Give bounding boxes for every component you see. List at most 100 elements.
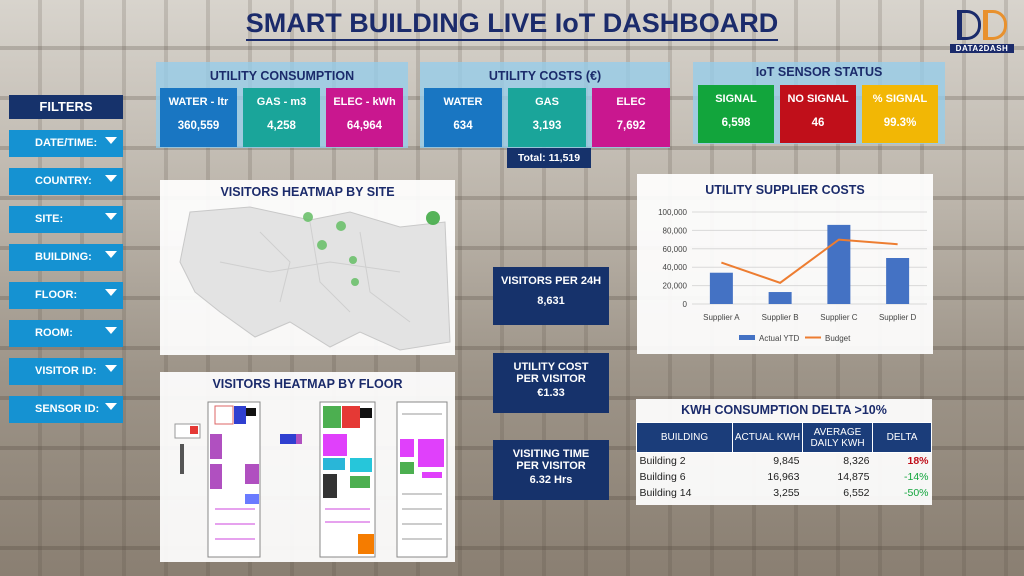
y-tick-label: 20,000 (663, 282, 688, 291)
bar-actual-ytd[interactable] (886, 258, 910, 304)
dropdown-arrow-icon[interactable] (105, 137, 117, 144)
filter-label: ROOM: (35, 327, 73, 339)
metric-tile[interactable]: NO SIGNAL 46 (780, 85, 856, 143)
metric-value: 99.3% (883, 117, 917, 129)
filters-title: FILTERS (9, 95, 123, 119)
column-header[interactable]: ACTUAL KWH (732, 422, 803, 453)
actual-kwh-cell: 16,963 (767, 470, 800, 483)
metric-value: 46 (811, 117, 825, 129)
site-heat-point[interactable] (303, 212, 313, 222)
kpi-label: UTILITY COST (513, 361, 589, 373)
dropdown-arrow-icon[interactable] (105, 403, 117, 410)
bar-actual-ytd[interactable] (768, 292, 792, 304)
kwh-delta-panel: KWH CONSUMPTION DELTA >10% BUILDING ACTU… (636, 399, 932, 505)
metric-label: ELEC - kWh (333, 96, 396, 108)
kpi-value: 8,631 (537, 295, 565, 307)
dropdown-arrow-icon[interactable] (105, 251, 117, 258)
panel-title: VISITORS HEATMAP BY FLOOR (212, 377, 403, 391)
building-cell: Building 2 (636, 452, 733, 469)
dropdown-arrow-icon[interactable] (105, 327, 117, 334)
filter-dropdown[interactable]: ROOM: (9, 320, 123, 347)
metric-tile[interactable]: ELEC 7,692 (592, 88, 670, 147)
metric-label: SIGNAL (715, 93, 757, 105)
dropdown-arrow-icon[interactable] (105, 213, 117, 220)
section-title: IoT SENSOR STATUS (755, 65, 883, 79)
line-budget[interactable] (721, 238, 898, 284)
site-heat-point[interactable] (317, 240, 327, 250)
legend-label: Budget (825, 334, 851, 343)
dropdown-arrow-icon[interactable] (105, 365, 117, 372)
chart-title: UTILITY SUPPLIER COSTS (705, 183, 865, 197)
metric-label: NO SIGNAL (787, 93, 849, 105)
logo-text: DATA2DASH (950, 44, 1014, 53)
y-tick-label: 80,000 (663, 226, 688, 235)
y-tick-label: 60,000 (663, 245, 688, 254)
supplier-costs-chart[interactable]: 020,00040,00060,00080,000100,000Supplier… (637, 204, 933, 354)
filter-dropdown[interactable]: FLOOR: (9, 282, 123, 309)
metric-label: GAS - m3 (256, 96, 307, 108)
bar-actual-ytd[interactable] (709, 272, 733, 304)
metric-value: 360,559 (177, 120, 220, 132)
metric-tile[interactable]: SIGNAL 6,598 (698, 85, 774, 143)
metric-label: WATER (443, 96, 483, 108)
section-title: UTILITY CONSUMPTION (209, 69, 355, 83)
filter-dropdown[interactable]: SENSOR ID: (9, 396, 123, 423)
dropdown-arrow-icon[interactable] (105, 175, 117, 182)
metric-value: 7,692 (616, 120, 646, 132)
y-tick-label: 0 (683, 300, 688, 309)
average-kwh-cell: 14,875 (837, 470, 870, 483)
metric-tile[interactable]: WATER 634 (424, 88, 502, 147)
metric-value: 6,598 (721, 117, 751, 129)
kwh-delta-table: BUILDING ACTUAL KWH AVERAGE DAILY KWH DE… (636, 422, 932, 501)
column-header[interactable]: DELTA (872, 422, 932, 453)
column-header[interactable]: BUILDING (636, 422, 733, 453)
panel-title: VISITORS HEATMAP BY SITE (220, 185, 395, 199)
delta-cell: -14% (903, 470, 929, 483)
site-heat-point[interactable] (351, 278, 359, 286)
floor-plans[interactable] (160, 394, 455, 559)
page-title: SMART BUILDING LIVE IoT DASHBOARD (0, 8, 1024, 41)
kpi-label: VISITING TIME (512, 448, 590, 460)
section-title: UTILITY COSTS (€) (488, 69, 602, 83)
visitors-heatmap-site-panel: VISITORS HEATMAP BY SITE (160, 180, 455, 355)
kpi-value: 6.32 Hrs (529, 474, 573, 486)
filter-dropdown[interactable]: SITE: (9, 206, 123, 233)
filter-dropdown[interactable]: BUILDING: (9, 244, 123, 271)
filter-label: BUILDING: (35, 251, 92, 263)
x-tick-label: Supplier D (879, 313, 917, 322)
filter-dropdown[interactable]: DATE/TIME: (9, 130, 123, 157)
delta-cell: 18% (872, 452, 932, 469)
x-tick-label: Supplier A (703, 313, 740, 322)
table-title: KWH CONSUMPTION DELTA >10% (681, 403, 887, 417)
filter-label: DATE/TIME: (35, 137, 98, 149)
bar-actual-ytd[interactable] (827, 224, 851, 304)
metric-label: ELEC (616, 96, 646, 108)
europe-map[interactable] (160, 202, 455, 352)
building-cell: Building 14 (639, 486, 692, 499)
filter-dropdown[interactable]: VISITOR ID: (9, 358, 123, 385)
kpi-label: PER VISITOR (516, 460, 586, 472)
metric-value: 634 (453, 120, 473, 132)
dropdown-arrow-icon[interactable] (105, 289, 117, 296)
kpi-label: PER VISITOR (516, 373, 586, 385)
site-heat-point[interactable] (349, 256, 357, 264)
site-heat-point[interactable] (336, 221, 346, 231)
kpi-value: €1.33 (537, 387, 565, 399)
actual-kwh-cell: 3,255 (773, 486, 800, 499)
average-kwh-cell: 8,326 (802, 452, 873, 469)
site-heat-point[interactable] (426, 211, 440, 225)
column-header[interactable]: AVERAGE DAILY KWH (802, 422, 873, 453)
delta-cell: -50% (903, 486, 929, 499)
filter-dropdown[interactable]: COUNTRY: (9, 168, 123, 195)
